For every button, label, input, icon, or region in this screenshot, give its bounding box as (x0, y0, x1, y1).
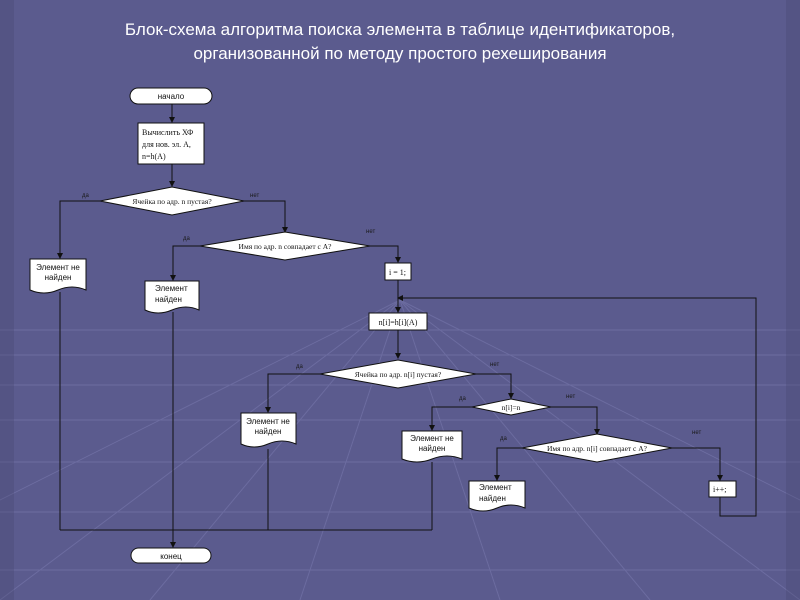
no-label: нет (566, 394, 575, 400)
not-found-document-3: Элемент не найден (401, 430, 463, 463)
not-found-document-2: Элемент не найден (240, 412, 297, 448)
yes-label: да (82, 193, 90, 199)
end-label: конец (160, 552, 182, 561)
no-label: нет (692, 430, 701, 436)
compute-hf-line-1: Вычислить ХФ (142, 128, 193, 137)
init-i-process: i = 1; (384, 262, 412, 281)
found-document-1: Элемент найден (144, 280, 200, 314)
increment-process: i++; (708, 480, 737, 498)
end-terminal: конец (130, 547, 212, 564)
slide-title: Блок-схема алгоритма поиска элемента в т… (30, 18, 770, 66)
decision-cell-empty-label: Ячейка по адр. n пустая? (132, 197, 212, 206)
compute-hf-line-2: для нов. эл. А, (142, 140, 191, 149)
decision-name-i-match-label: Имя по адр. n[i] совпадает с А? (547, 444, 648, 453)
decision-cell-i-empty: Ячейка по адр. n[i] пустая? да нет (296, 359, 499, 389)
found-2-line-1: Элемент (479, 483, 512, 492)
compute-hf-line-3: n=h(A) (142, 152, 166, 161)
decision-ni-equals-n: n[i]=n да нет (459, 394, 575, 416)
decision-ni-equals-n-label: n[i]=n (502, 403, 521, 412)
not-found-2-line-1: Элемент не (246, 417, 290, 426)
no-label: нет (366, 229, 375, 235)
rehash-process: n[i]=h[i](A) (368, 312, 428, 331)
decision-name-i-match: Имя по адр. n[i] совпадает с А? да нет (500, 430, 701, 463)
decision-name-match-label: Имя по адр. n совпадает с А? (239, 242, 333, 251)
decision-cell-i-empty-label: Ячейка по адр. n[i] пустая? (355, 370, 442, 379)
yes-label: да (459, 396, 467, 402)
increment-label: i++; (713, 485, 726, 494)
init-i-label: i = 1; (389, 268, 406, 277)
yes-label: да (296, 364, 304, 370)
yes-label: да (500, 436, 508, 442)
rehash-label: n[i]=h[i](A) (379, 318, 418, 327)
found-1-line-1: Элемент (155, 284, 188, 293)
found-2-line-2: найден (479, 494, 506, 503)
no-label: нет (490, 362, 499, 368)
not-found-3-line-1: Элемент не (410, 434, 454, 443)
decision-name-match: Имя по адр. n совпадает с А? да нет (183, 229, 375, 261)
found-1-line-2: найден (155, 295, 182, 304)
found-document-2: Элемент найден (468, 480, 526, 512)
no-label: нет (250, 193, 259, 199)
title-line-2: организованной по методу простого рехеши… (193, 44, 607, 63)
not-found-3-line-2: найден (419, 444, 446, 453)
not-found-1-line-1: Элемент не (36, 263, 80, 272)
flowchart-connectors (57, 104, 757, 548)
not-found-2-line-2: найден (255, 427, 282, 436)
not-found-1-line-2: найден (45, 273, 72, 282)
start-label: начало (158, 92, 185, 101)
start-terminal: начало (129, 87, 213, 105)
title-line-1: Блок-схема алгоритма поиска элемента в т… (124, 20, 676, 39)
not-found-document-1: Элемент не найден (29, 258, 87, 294)
yes-label: да (183, 236, 191, 242)
decision-cell-empty: Ячейка по адр. n пустая? да нет (82, 186, 259, 216)
compute-hf-process: Вычислить ХФ для нов. эл. А, n=h(A) (137, 122, 205, 165)
